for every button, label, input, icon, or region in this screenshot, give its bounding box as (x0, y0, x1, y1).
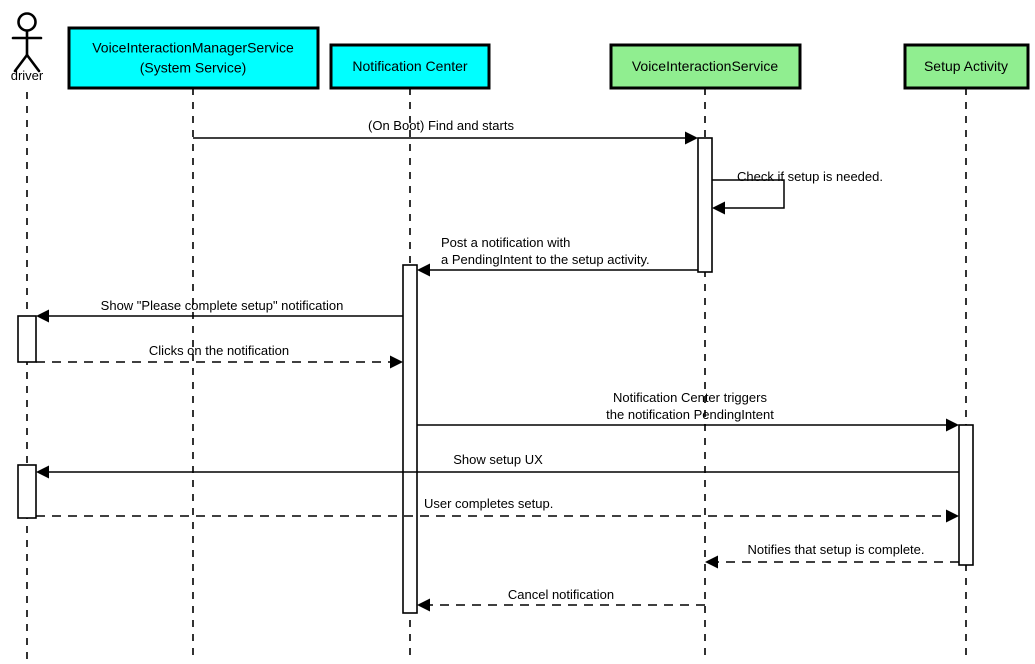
participant-label-vis: VoiceInteractionService (632, 58, 779, 74)
arrowhead (705, 555, 718, 569)
activation-bar-setupactivity (958, 424, 974, 566)
participant-notifcenter: Notification Center (329, 43, 491, 90)
arrowhead (712, 201, 725, 215)
msg-find-and-starts[interactable]: (On Boot) Find and starts (193, 118, 698, 145)
msg-notifies-setup-complete[interactable]: Notifies that setup is complete. (705, 542, 959, 569)
msg-notifies-setup-complete-label: Notifies that setup is complete. (747, 542, 924, 557)
actor-head-icon (17, 12, 37, 32)
arrowhead (946, 509, 959, 523)
msg-triggers-pendingintent[interactable]: Notification Center triggers the notifica… (417, 390, 959, 432)
msg-show-setup-ux-label: Show setup UX (453, 452, 543, 467)
actor-leg-left-icon (13, 53, 29, 73)
msg-show-setup-notification-label: Show "Please complete setup" notificatio… (101, 298, 344, 313)
msg-user-completes-setup-label: User completes setup. (424, 496, 553, 511)
msg-triggers-pendingintent-label: Notification Center triggers (613, 390, 767, 405)
msg-cancel-notification-label: Cancel notification (508, 587, 614, 602)
participant-vims: VoiceInteractionManagerService (System Se… (67, 26, 320, 90)
msg-user-completes-setup[interactable]: User completes setup. (36, 496, 959, 523)
participant-driver: driver (11, 12, 44, 83)
arrowhead (36, 309, 49, 323)
participant-label-setupactivity: Setup Activity (924, 58, 1008, 74)
msg-show-setup-ux[interactable]: Show setup UX (36, 452, 959, 479)
participants-layer: driver VoiceInteractionManagerService (Sys… (11, 12, 1030, 90)
msg-show-setup-notification[interactable]: Show "Please complete setup" notificatio… (36, 298, 403, 323)
arrowhead (946, 418, 959, 432)
activation-bar-driver (17, 464, 37, 519)
actor-leg-right-icon (25, 53, 41, 73)
participant-label2-vims: (System Service) (140, 60, 247, 76)
msg-clicks-on-notification[interactable]: Clicks on the notification (36, 343, 403, 369)
arrowhead (417, 598, 430, 612)
arrowhead (417, 263, 430, 277)
msg-check-if-setup-needed-label: Check if setup is needed. (737, 169, 883, 184)
activations-layer (17, 137, 974, 614)
activation-bar-vis (697, 137, 713, 273)
activation-bar-notifcenter (402, 264, 418, 614)
participant-box-setupactivity[interactable] (903, 43, 1030, 90)
msg-post-notification-label: Post a notification with (441, 235, 570, 250)
arrowhead (36, 465, 49, 479)
msg-post-notification-label-2: a PendingIntent to the setup activity. (441, 252, 650, 267)
participant-box-vims[interactable] (67, 26, 320, 90)
msg-check-if-setup-needed[interactable]: Check if setup is needed. (712, 169, 883, 215)
participant-box-notifcenter[interactable] (329, 43, 491, 90)
msg-triggers-pendingintent-label-2: the notification PendingIntent (606, 407, 774, 422)
activation-bar-driver (17, 315, 37, 363)
participant-box-vis[interactable] (609, 43, 802, 90)
msg-cancel-notification[interactable]: Cancel notification (417, 587, 705, 612)
arrowhead (390, 355, 403, 369)
participant-vis: VoiceInteractionService (609, 43, 802, 90)
msg-post-notification[interactable]: Post a notification with a PendingIntent … (417, 235, 698, 277)
actor-label-driver: driver (11, 68, 44, 83)
arrowhead (685, 131, 698, 145)
msg-find-and-starts-label: (On Boot) Find and starts (368, 118, 514, 133)
participant-label-vims: VoiceInteractionManagerService (92, 40, 294, 56)
participant-setupactivity: Setup Activity (903, 43, 1030, 90)
participant-label-notifcenter: Notification Center (352, 58, 468, 74)
msg-check-if-setup-needed-path (712, 179, 785, 209)
msg-clicks-on-notification-label: Clicks on the notification (149, 343, 289, 358)
